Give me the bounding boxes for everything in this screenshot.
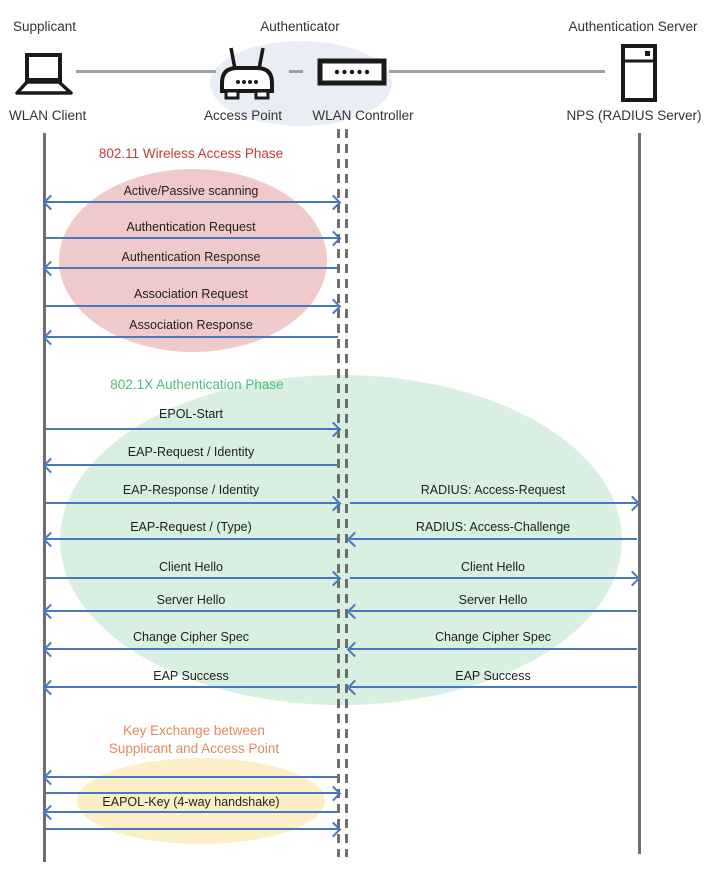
phase2-ellipse (60, 375, 622, 705)
message-arrow (42, 804, 338, 821)
message-arrow (42, 769, 338, 786)
message-arrow (350, 495, 641, 512)
message-arrow (346, 531, 637, 548)
lifeline-auth-server (638, 133, 641, 854)
message-label: EAP-Request / Identity (127, 445, 255, 459)
message-arrow (42, 603, 338, 620)
message-label: Active/Passive scanning (123, 184, 259, 198)
message-label: Association Request (134, 287, 248, 301)
message-arrow (346, 679, 637, 696)
phase3-title-line2: Supplicant and Access Point (108, 741, 280, 756)
message-arrow (346, 641, 637, 658)
message-label: Authentication Response (121, 250, 261, 264)
phase1-ellipse (59, 169, 327, 352)
message-label: Server Hello (156, 593, 226, 607)
message-label: RADIUS: Access-Challenge (415, 520, 571, 534)
laptop-icon (14, 52, 74, 98)
wlan-controller-icon (317, 58, 387, 86)
message-label: RADIUS: Access-Request (420, 483, 566, 497)
lifeline-authenticator-dashed (345, 129, 348, 857)
access-point-icon (216, 44, 278, 102)
message-label: Client Hello (461, 560, 525, 574)
phase3-title-line1: Key Exchange between (123, 723, 265, 738)
message-label: EAPOL-Key (4-way handshake) (102, 795, 280, 809)
message-label: Client Hello (159, 560, 223, 574)
message-arrow (42, 679, 338, 696)
lifeline-supplicant (43, 133, 46, 862)
message-arrow (46, 421, 342, 438)
connector-line (389, 70, 605, 73)
message-label: Authentication Request (126, 220, 256, 234)
message-arrow (46, 230, 342, 247)
message-arrow (42, 457, 338, 474)
message-label: EAP-Request / (Type) (130, 520, 252, 534)
message-label: Change Cipher Spec (434, 630, 552, 644)
connector-dash (289, 70, 303, 73)
message-label: EAP Success (153, 669, 229, 683)
message-arrow (42, 641, 338, 658)
message-arrow (42, 329, 338, 346)
lifeline-authenticator-dashed (337, 129, 340, 857)
message-label: EAP-Response / Identity (122, 483, 260, 497)
message-arrow (46, 821, 342, 838)
role-authentication-server: Authentication Server (568, 19, 698, 34)
connector-line (76, 70, 216, 73)
message-arrow (46, 785, 342, 802)
node-label-wlan-controller: WLAN Controller (312, 108, 414, 123)
message-arrow (350, 570, 641, 587)
node-label-nps-radius-server: NPS (RADIUS Server) (566, 108, 702, 123)
node-label-access-point: Access Point (203, 108, 283, 123)
phase2-title: 802.1X Authentication Phase (110, 377, 284, 392)
role-supplicant: Supplicant (13, 19, 77, 34)
message-arrow (42, 531, 338, 548)
message-label: Server Hello (458, 593, 528, 607)
message-arrow (346, 603, 637, 620)
node-label-wlan-client: WLAN Client (9, 108, 87, 123)
message-arrow (42, 260, 338, 277)
message-label: EAP Success (455, 669, 531, 683)
role-authenticator: Authenticator (260, 19, 340, 34)
message-label: Change Cipher Spec (132, 630, 250, 644)
message-label: EPOL-Start (159, 407, 223, 421)
message-arrow (46, 570, 342, 587)
phase1-title: 802.11 Wireless Access Phase (98, 146, 284, 161)
message-label: Association Response (129, 318, 253, 332)
message-arrow (42, 194, 342, 211)
message-arrow (46, 298, 342, 315)
message-arrow (46, 495, 342, 512)
server-icon (620, 44, 658, 102)
